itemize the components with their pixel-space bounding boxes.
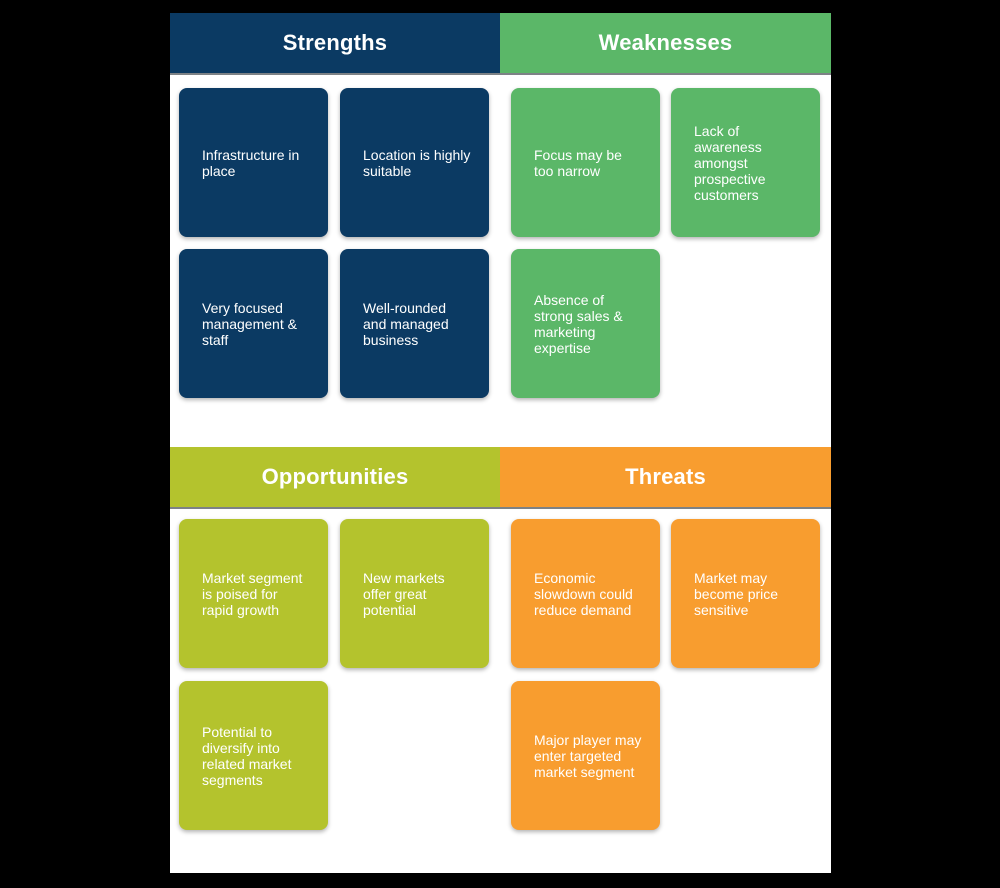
threats-header: Threats <box>500 447 831 509</box>
weaknesses-title: Weaknesses <box>598 30 733 55</box>
swot-card-text: Very focused management & staff <box>202 299 297 348</box>
strengths-header: Strengths <box>170 13 500 75</box>
swot-card: New markets offer great potential <box>340 519 489 668</box>
swot-card-text: Major player may enter targeted market s… <box>534 731 642 780</box>
swot-card-text: Economic slowdown could reduce demand <box>534 569 633 618</box>
strengths-cards: Infrastructure in place Location is high… <box>170 75 500 398</box>
swot-card-text: Focus may be too narrow <box>534 146 622 179</box>
swot-card-text: Well-rounded and managed business <box>363 299 449 348</box>
swot-diagram: Strengths Infrastructure in place Locati… <box>170 13 831 873</box>
swot-card: Infrastructure in place <box>179 88 328 237</box>
swot-card-text: New markets offer great potential <box>363 569 445 618</box>
opportunities-header: Opportunities <box>170 447 500 509</box>
swot-card: Absence of strong sales & marketing expe… <box>511 249 660 398</box>
swot-card: Market may become price sensitive <box>671 519 820 668</box>
swot-card: Very focused management & staff <box>179 249 328 398</box>
quadrant-threats: Threats Economic slowdown could reduce d… <box>500 447 831 830</box>
swot-card: Focus may be too narrow <box>511 88 660 237</box>
swot-card-text: Location is highly suitable <box>363 146 471 179</box>
swot-card: Potential to diversify into related mark… <box>179 681 328 830</box>
weaknesses-header: Weaknesses <box>500 13 831 75</box>
weaknesses-cards: Focus may be too narrow Lack of awarenes… <box>500 75 831 398</box>
swot-card: Major player may enter targeted market s… <box>511 681 660 830</box>
swot-card-text: Absence of strong sales & marketing expe… <box>534 291 623 356</box>
swot-card-text: Lack of awareness amongst prospective cu… <box>694 122 766 203</box>
quadrant-opportunities: Opportunities Market segment is poised f… <box>170 447 500 830</box>
threats-cards: Economic slowdown could reduce demand Ma… <box>500 509 831 830</box>
swot-card: Lack of awareness amongst prospective cu… <box>671 88 820 237</box>
swot-card-text: Infrastructure in place <box>202 146 300 179</box>
swot-card: Market segment is poised for rapid growt… <box>179 519 328 668</box>
quadrant-weaknesses: Weaknesses Focus may be too narrow Lack … <box>500 13 831 398</box>
opportunities-title: Opportunities <box>261 464 409 489</box>
swot-card-text: Market segment is poised for rapid growt… <box>202 569 303 618</box>
threats-title: Threats <box>625 464 706 489</box>
strengths-title: Strengths <box>282 30 388 55</box>
swot-card-text: Potential to diversify into related mark… <box>202 723 292 788</box>
quadrant-strengths: Strengths Infrastructure in place Locati… <box>170 13 500 398</box>
swot-card-text: Market may become price sensitive <box>694 569 779 618</box>
swot-card: Well-rounded and managed business <box>340 249 489 398</box>
swot-card: Economic slowdown could reduce demand <box>511 519 660 668</box>
opportunities-cards: Market segment is poised for rapid growt… <box>170 509 500 830</box>
swot-card: Location is highly suitable <box>340 88 489 237</box>
